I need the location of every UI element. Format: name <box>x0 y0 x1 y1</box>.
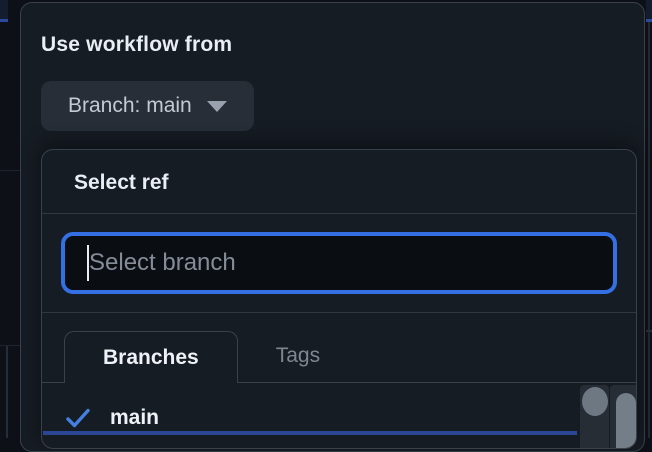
ref-type-tabs: Branches Tags <box>42 313 636 383</box>
branch-list: main <box>42 383 636 443</box>
tab-branches[interactable]: Branches <box>64 331 238 383</box>
background-divider <box>0 345 20 346</box>
background-banner-fragment <box>646 0 652 19</box>
branch-selector-label: Branch: main <box>68 94 192 117</box>
select-ref-modal: Select ref Branches Tags main <box>41 149 637 449</box>
next-row-highlight <box>43 431 577 435</box>
tab-tags[interactable]: Tags <box>238 330 358 382</box>
background-divider <box>0 170 20 171</box>
select-branch-input[interactable] <box>65 236 613 290</box>
background-divider <box>6 346 8 438</box>
run-workflow-dropdown: Use workflow from Branch: main Select re… <box>20 2 645 452</box>
branch-list-item-main[interactable]: main <box>42 393 636 443</box>
background-divider <box>646 330 652 332</box>
ref-filter-box <box>61 232 617 294</box>
select-ref-title: Select ref <box>42 150 636 214</box>
background-banner-fragment <box>0 0 8 19</box>
text-cursor <box>87 245 89 281</box>
check-icon <box>66 408 90 428</box>
caret-down-icon <box>206 100 227 112</box>
tab-tags-label: Tags <box>275 344 321 367</box>
branch-selector-button[interactable]: Branch: main <box>41 81 254 131</box>
outer-scrollbar-thumb[interactable] <box>616 393 636 448</box>
background-banner-blue-border <box>646 19 652 22</box>
branch-name: main <box>110 406 160 429</box>
tab-branches-label: Branches <box>103 345 199 369</box>
background-divider <box>648 22 650 438</box>
use-workflow-from-title: Use workflow from <box>41 33 233 56</box>
background-banner-blue-border <box>0 19 8 22</box>
inner-scrollbar-thumb[interactable] <box>582 387 608 416</box>
ref-filter-section <box>42 214 636 313</box>
